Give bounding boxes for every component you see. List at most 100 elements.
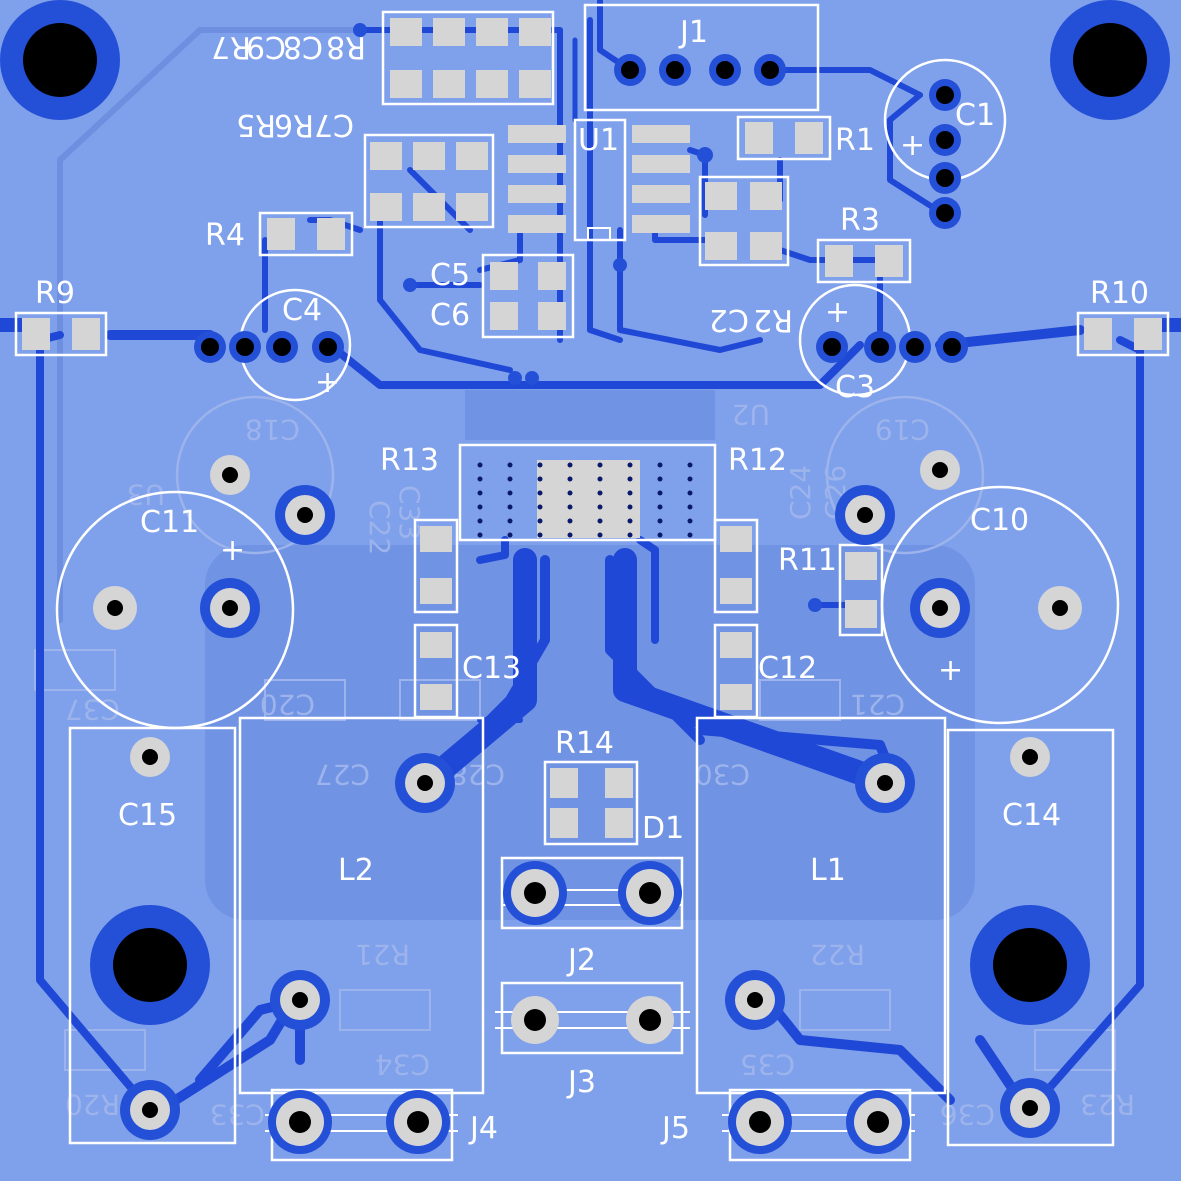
thermal-via bbox=[567, 490, 573, 496]
thermal-via bbox=[537, 462, 543, 468]
thermal-via bbox=[597, 504, 603, 510]
thermal-via bbox=[687, 518, 693, 524]
back-label-c30: C30 bbox=[695, 758, 750, 791]
label-r10: R10 bbox=[1090, 276, 1149, 311]
back-label-r22: R22 bbox=[810, 938, 865, 971]
label-c2: C2 bbox=[709, 302, 749, 337]
label-r8: R8 bbox=[326, 29, 366, 64]
back-label-c34: C34 bbox=[375, 1048, 430, 1081]
label-r4: R4 bbox=[205, 218, 245, 253]
back-label-c20: C20 bbox=[260, 688, 315, 721]
through-hole-pads bbox=[93, 23, 1082, 1154]
label-r3: R3 bbox=[840, 203, 880, 238]
label-c8: C8 bbox=[283, 29, 323, 64]
thermal-via bbox=[657, 476, 663, 482]
thermal-via bbox=[627, 518, 633, 524]
thermal-via bbox=[537, 518, 543, 524]
thermal-via bbox=[567, 504, 573, 510]
thermal-via bbox=[597, 490, 603, 496]
label-c4-plus: + bbox=[315, 365, 340, 400]
thermal-via bbox=[507, 518, 513, 524]
thermal-via bbox=[537, 504, 543, 510]
mounting-hole-bottom-left bbox=[113, 928, 187, 1002]
thermal-via bbox=[477, 462, 483, 468]
label-c10-plus: + bbox=[938, 653, 963, 688]
thermal-via bbox=[627, 532, 633, 538]
thermal-via bbox=[597, 476, 603, 482]
thermal-via bbox=[687, 462, 693, 468]
u2-pad-outline bbox=[458, 443, 717, 542]
mounting-hole-top-left bbox=[23, 23, 97, 97]
label-r13: R13 bbox=[380, 443, 439, 478]
j3-outline bbox=[500, 981, 684, 1055]
u2-thermal-pad bbox=[537, 460, 640, 538]
l2-outline bbox=[238, 716, 485, 1095]
label-l2: L2 bbox=[338, 853, 374, 888]
label-r1: R1 bbox=[835, 123, 875, 158]
thermal-via bbox=[507, 532, 513, 538]
thermal-via bbox=[477, 518, 483, 524]
thermal-via bbox=[537, 490, 543, 496]
silkscreen-labels: J1 U1 C1 + R1 R8 C8 C9 R7 C7 R6 R5 R4 C5… bbox=[35, 15, 1149, 1146]
label-c10: C10 bbox=[970, 503, 1029, 538]
l1-outline bbox=[695, 716, 947, 1095]
back-label-r21: R21 bbox=[355, 938, 410, 971]
thermal-via bbox=[567, 476, 573, 482]
label-c7: C7 bbox=[314, 107, 354, 142]
thermal-via bbox=[507, 462, 513, 468]
label-r7: R7 bbox=[211, 29, 251, 64]
thermal-via bbox=[477, 490, 483, 496]
thermal-via bbox=[687, 490, 693, 496]
smd-pads bbox=[14, 10, 1170, 846]
label-r11: R11 bbox=[778, 543, 837, 578]
label-c11: C11 bbox=[140, 505, 199, 540]
thermal-via bbox=[597, 532, 603, 538]
label-c14: C14 bbox=[1002, 798, 1061, 833]
thermal-via bbox=[537, 532, 543, 538]
thermal-via bbox=[657, 504, 663, 510]
thermal-via bbox=[657, 532, 663, 538]
thermal-via bbox=[507, 504, 513, 510]
back-label-r23: R23 bbox=[1080, 1088, 1135, 1121]
mounting-hole-top-right bbox=[1073, 23, 1147, 97]
thermal-vias bbox=[477, 462, 693, 538]
label-r5: R5 bbox=[236, 107, 276, 142]
thermal-via bbox=[687, 476, 693, 482]
label-j2: J2 bbox=[566, 943, 596, 978]
label-u1: U1 bbox=[578, 123, 619, 158]
back-label-c19: C19 bbox=[875, 413, 930, 446]
label-j5: J5 bbox=[660, 1111, 690, 1146]
thermal-via bbox=[567, 462, 573, 468]
mounting-holes bbox=[0, 0, 1170, 1025]
label-c1: C1 bbox=[955, 98, 995, 133]
thermal-via bbox=[567, 532, 573, 538]
thermal-via bbox=[507, 476, 513, 482]
label-c5: C5 bbox=[430, 258, 470, 293]
back-label-c24: C24 bbox=[784, 465, 817, 520]
back-label-c18: C18 bbox=[245, 413, 300, 446]
label-c3-plus: + bbox=[825, 295, 850, 330]
thermal-via bbox=[687, 532, 693, 538]
thermal-via bbox=[657, 518, 663, 524]
c15-outline bbox=[68, 726, 237, 1145]
label-c12: C12 bbox=[758, 651, 817, 686]
label-j1: J1 bbox=[678, 15, 708, 50]
thermal-via bbox=[567, 518, 573, 524]
back-label-c33b: C33 bbox=[210, 1098, 265, 1131]
thermal-via bbox=[687, 504, 693, 510]
label-d1: D1 bbox=[642, 811, 684, 846]
c14-outline bbox=[946, 728, 1115, 1147]
thermal-via bbox=[597, 462, 603, 468]
label-c3: C3 bbox=[835, 370, 875, 405]
thermal-via bbox=[657, 490, 663, 496]
back-label-c22: C22 bbox=[363, 500, 396, 555]
label-r6: R6 bbox=[274, 107, 314, 142]
thermal-via bbox=[627, 490, 633, 496]
thermal-via bbox=[627, 504, 633, 510]
label-c4: C4 bbox=[282, 293, 322, 328]
back-label-c21: C21 bbox=[850, 688, 905, 721]
label-c15: C15 bbox=[118, 798, 177, 833]
back-label-c35: C35 bbox=[740, 1048, 795, 1081]
label-c11-plus: + bbox=[220, 533, 245, 568]
label-c9: C9 bbox=[246, 29, 286, 64]
